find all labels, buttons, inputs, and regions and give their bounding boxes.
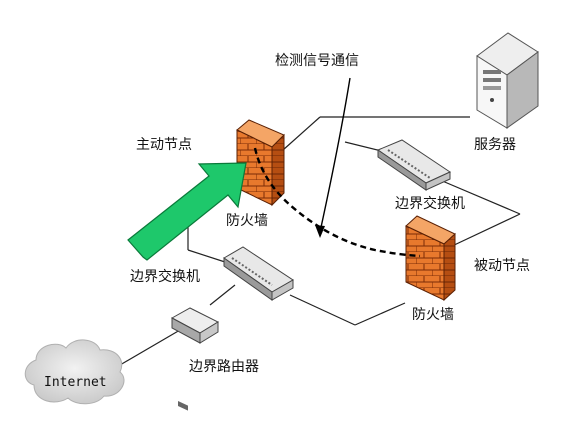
active-node-label: 主动节点 (136, 137, 192, 153)
link-bottom-to-passive (354, 302, 406, 326)
link-right-to-passive (449, 213, 521, 248)
router-icon (170, 307, 220, 411)
server-label: 服务器 (474, 137, 516, 153)
detection-signal-callout (315, 77, 351, 238)
cloud-icon (24, 339, 125, 405)
firewall-passive-icon (405, 215, 456, 302)
link-firewall-active-to-server (282, 116, 321, 151)
edge-switch-left-icon (223, 246, 294, 301)
detection-signal-path (253, 147, 421, 258)
link-switch-to-router (209, 284, 236, 306)
firewall-active-label: 防火墙 (226, 213, 268, 229)
link-router-to-internet (119, 329, 181, 366)
edge-switch-top-icon (376, 139, 452, 191)
arrow-icon (127, 162, 247, 261)
detection-signal-label: 检测信号通信 (275, 53, 359, 69)
link-switch-to-bottom (289, 294, 356, 326)
internet-label: Internet (44, 375, 107, 390)
passive-node-label: 被动节点 (474, 258, 530, 274)
edge-router-label: 边界路由器 (189, 359, 259, 375)
link-left-to-switch (187, 249, 226, 263)
firewall-passive-label: 防火墙 (412, 307, 454, 323)
edge-switch-left-label: 边界交换机 (130, 269, 200, 285)
link-top-switch-right (439, 179, 521, 215)
edge-switch-top-label: 边界交换机 (395, 196, 465, 212)
server-icon (476, 32, 539, 129)
